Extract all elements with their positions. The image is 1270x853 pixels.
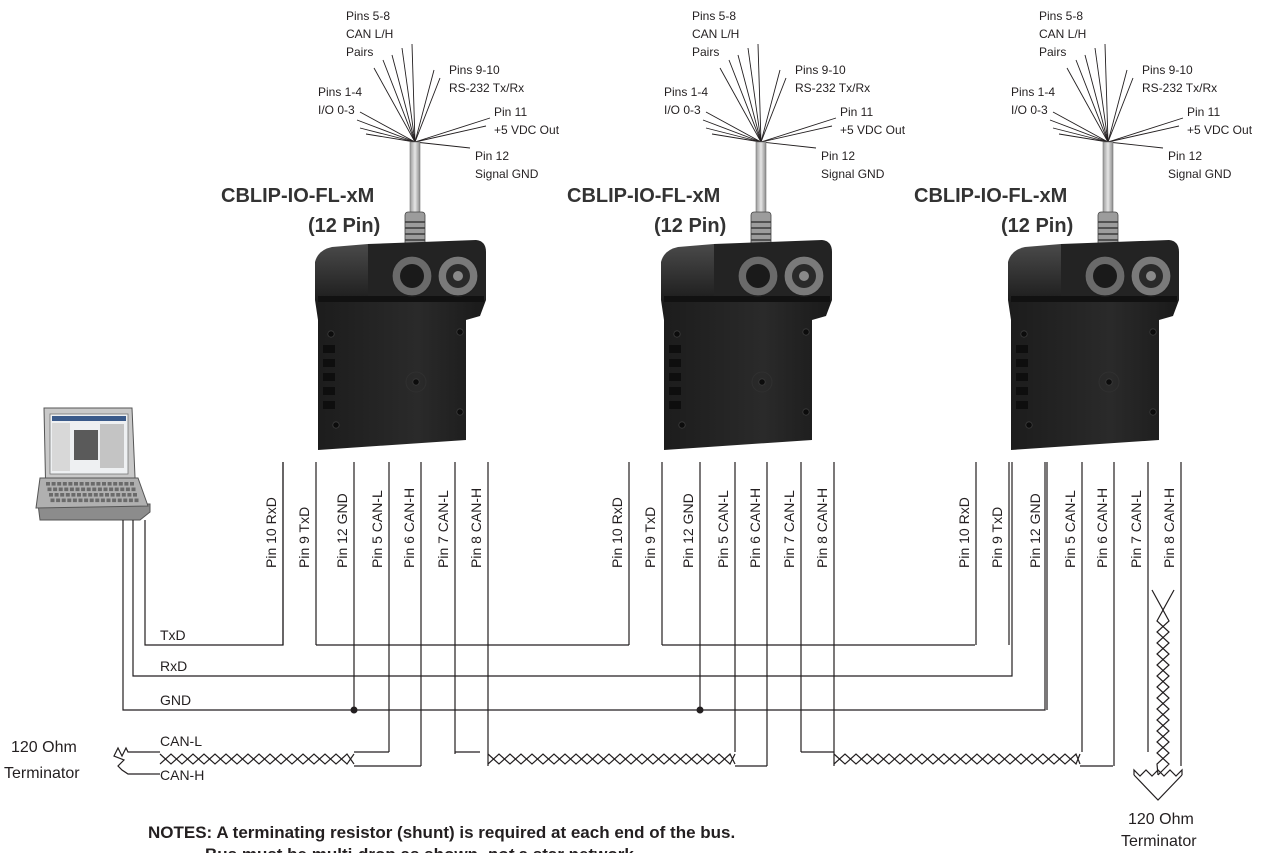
callout-pairs: Pairs [1039, 45, 1066, 59]
callout-pins-5-8: Pins 5-8 [346, 9, 390, 23]
bus-label-can_l: CAN-L [160, 733, 202, 749]
right-terminator-label: Terminator [1121, 833, 1197, 850]
bus-label-rxd: RxD [160, 658, 187, 674]
pin-label: Pin 9 TxD [989, 507, 1005, 568]
wire-fanout [702, 43, 837, 149]
left-terminator: 120 Ohm Terminator [4, 739, 150, 782]
callout-can-lh: CAN L/H [1039, 27, 1086, 41]
callout-pin-12: Pin 12 [821, 149, 855, 163]
callout-pins-5-8: Pins 5-8 [692, 9, 736, 23]
callout-pins-1-4: Pins 1-4 [318, 85, 362, 99]
callout-pins-1-4: Pins 1-4 [1011, 85, 1055, 99]
module-3 [1008, 43, 1184, 450]
module-body [661, 240, 832, 450]
callout-5vdc: +5 VDC Out [840, 123, 906, 137]
pin-label: Pin 7 CAN-L [435, 490, 451, 568]
callout-signal-gnd: Signal GND [821, 167, 885, 181]
callout-io-0-3: I/O 0-3 [1011, 103, 1048, 117]
callout-io-0-3: I/O 0-3 [664, 103, 701, 117]
callout-signal-gnd: Signal GND [475, 167, 539, 181]
callout-5vdc: +5 VDC Out [494, 123, 560, 137]
module-subtitle: (12 Pin) [654, 215, 726, 237]
pin-label: Pin 6 CAN-H [401, 488, 417, 568]
bus-label-gnd: GND [160, 692, 191, 708]
junction-dot [350, 706, 358, 714]
callout-can-lh: CAN L/H [346, 27, 393, 41]
pin-label: Pin 9 TxD [642, 507, 658, 568]
callout-io-0-3: I/O 0-3 [318, 103, 355, 117]
callout-pin-12: Pin 12 [1168, 149, 1202, 163]
m12-port-icon [437, 255, 479, 297]
right-terminator: 120 Ohm Terminator [1121, 768, 1197, 850]
m12-port-icon [1130, 255, 1172, 297]
m12-connector-icon [1084, 255, 1126, 297]
pin-label: Pin 8 CAN-H [1161, 488, 1177, 568]
right-resistor-icon [1133, 768, 1183, 801]
m12-connector-icon [737, 255, 779, 297]
pin-label: Pin 10 RxD [263, 497, 279, 568]
wire-fanout [1049, 43, 1184, 149]
module-subtitle: (12 Pin) [1001, 215, 1073, 237]
module-body [315, 240, 486, 450]
notes-line-2: Bus must be multi-drop as shown, not a s… [148, 844, 1148, 853]
callout-pin-11: Pin 11 [840, 105, 873, 119]
callout-pins-1-4: Pins 1-4 [664, 85, 708, 99]
right-terminator-value: 120 Ohm [1128, 811, 1194, 828]
left-terminator-value: 120 Ohm [11, 739, 77, 756]
left-terminator-label: Terminator [4, 765, 80, 782]
callout-can-lh: CAN L/H [692, 27, 739, 41]
callout-signal-gnd: Signal GND [1168, 167, 1232, 181]
pin-label: Pin 6 CAN-H [1094, 488, 1110, 568]
module-2 [661, 43, 837, 450]
pin-label: Pin 5 CAN-L [715, 490, 731, 568]
pin-label: Pin 5 CAN-L [1062, 490, 1078, 568]
m12-connector-icon [391, 255, 433, 297]
module-1 [315, 43, 491, 450]
callout-pins-5-8: Pins 5-8 [1039, 9, 1083, 23]
module-title: CBLIP-IO-FL-xM [221, 185, 374, 207]
pin-label: Pin 10 RxD [609, 497, 625, 568]
callout-pin-11: Pin 11 [1187, 105, 1220, 119]
callout-5vdc: +5 VDC Out [1187, 123, 1253, 137]
cable [1102, 141, 1114, 215]
pin-label: Pin 8 CAN-H [468, 488, 484, 568]
notes-line-1: NOTES: A terminating resistor (shunt) is… [148, 823, 736, 842]
cable [409, 141, 421, 215]
notes-block: NOTES: A terminating resistor (shunt) is… [148, 822, 1148, 853]
callout-pin-11: Pin 11 [494, 105, 527, 119]
pin-label: Pin 5 CAN-L [369, 490, 385, 568]
cable [755, 141, 767, 215]
m12-port-icon [783, 255, 825, 297]
wire-fanout [356, 43, 491, 149]
callout-pin-12: Pin 12 [475, 149, 509, 163]
pin-label: Pin 12 GND [334, 493, 350, 568]
left-resistor-icon [113, 746, 150, 775]
bus-label-can_h: CAN-H [160, 767, 204, 783]
callout-rs232: RS-232 Tx/Rx [449, 81, 524, 95]
junction-dot [696, 706, 704, 714]
pin-label: Pin 7 CAN-L [781, 490, 797, 568]
module-subtitle: (12 Pin) [308, 215, 380, 237]
pin-label: Pin 6 CAN-H [747, 488, 763, 568]
callout-rs232: RS-232 Tx/Rx [1142, 81, 1217, 95]
pin-label: Pin 10 RxD [956, 497, 972, 568]
laptop-icon [35, 407, 151, 521]
callout-rs232: RS-232 Tx/Rx [795, 81, 870, 95]
pin-label: Pin 12 GND [1027, 493, 1043, 568]
pin-label: Pin 12 GND [680, 493, 696, 568]
module-body [1008, 240, 1179, 450]
module-title: CBLIP-IO-FL-xM [914, 185, 1067, 207]
pin-label: Pin 8 CAN-H [814, 488, 830, 568]
callout-pins-9-10: Pins 9-10 [795, 63, 846, 77]
bus-wiring [122, 462, 1182, 776]
callout-pins-9-10: Pins 9-10 [1142, 63, 1193, 77]
bus-label-txd: TxD [160, 627, 186, 643]
callout-pins-9-10: Pins 9-10 [449, 63, 500, 77]
pin-label: Pin 7 CAN-L [1128, 490, 1144, 568]
pin-label: Pin 9 TxD [296, 507, 312, 568]
callout-pairs: Pairs [692, 45, 719, 59]
module-title: CBLIP-IO-FL-xM [567, 185, 720, 207]
callout-pairs: Pairs [346, 45, 373, 59]
